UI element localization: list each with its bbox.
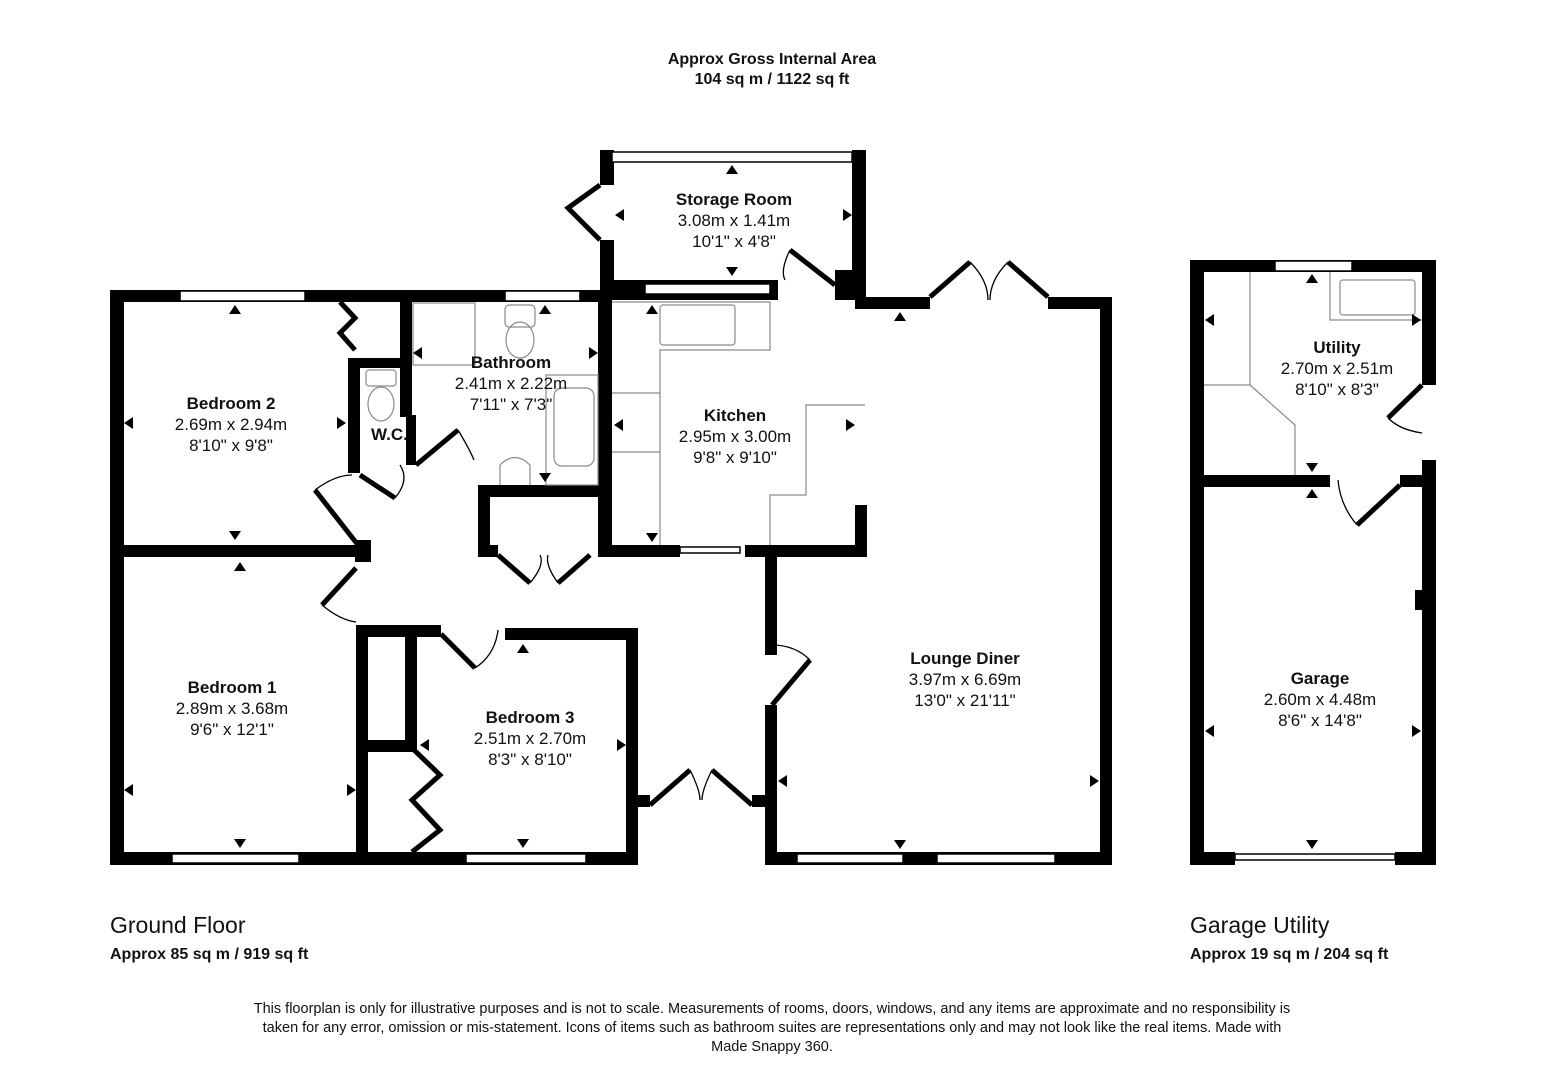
room-bedroom-2: Bedroom 2 2.69m x 2.94m 8'10" x 9'8" (175, 393, 287, 456)
gross-area-value: 104 sq m / 1122 sq ft (694, 71, 850, 88)
room-metric: 2.70m x 2.51m (1280, 359, 1394, 378)
room-bedroom-1: Bedroom 1 2.89m x 3.68m 9'6" x 12'1" (176, 677, 288, 740)
room-imperial: 9'6" x 12'1" (190, 720, 274, 739)
room-imperial: 7'11" x 7'3" (469, 395, 553, 414)
room-name: Storage Room (675, 190, 793, 209)
room-name: Bedroom 2 (186, 394, 276, 413)
room-imperial: 13'0" x 21'11" (914, 691, 1016, 710)
room-wc: W.C. (371, 425, 408, 444)
doors (313, 182, 1424, 854)
room-metric: 2.41m x 2.22m (454, 374, 568, 393)
room-metric: 3.97m x 6.69m (908, 670, 1022, 689)
room-imperial: 8'6" x 14'8" (1278, 711, 1362, 730)
room-storage: Storage Room 3.08m x 1.41m 10'1" x 4'8" (676, 189, 792, 252)
floor-area-garage: Approx 19 sq m / 204 sq ft (1190, 946, 1389, 963)
fixtures (365, 272, 1422, 545)
room-name: Bedroom 3 (485, 708, 575, 727)
room-lounge-diner: Lounge Diner 3.97m x 6.69m 13'0" x 21'11… (909, 648, 1021, 711)
room-name: Bedroom 1 (187, 678, 277, 697)
room-garage: Garage 2.60m x 4.48m 8'6" x 14'8" (1264, 668, 1376, 731)
floor-title-ground: Ground Floor (110, 912, 246, 938)
room-imperial: 8'3" x 8'10" (488, 750, 572, 769)
room-imperial: 8'10" x 9'8" (189, 436, 273, 455)
floor-area-ground: Approx 85 sq m / 919 sq ft (110, 946, 309, 963)
room-kitchen: Kitchen 2.95m x 3.00m 9'8" x 9'10" (679, 405, 791, 468)
room-metric: 2.51m x 2.70m (473, 729, 587, 748)
gross-area-title: Approx Gross Internal Area (667, 51, 877, 68)
room-name: Lounge Diner (910, 649, 1020, 668)
disclaimer-text: This floorplan is only for illustrative … (253, 1001, 1291, 1055)
room-imperial: 8'10" x 8'3" (1295, 380, 1379, 399)
room-name: Kitchen (703, 406, 767, 425)
walls (110, 150, 1436, 865)
room-name: Utility (1313, 338, 1361, 357)
room-metric: 2.60m x 4.48m (1263, 690, 1377, 709)
room-metric: 3.08m x 1.41m (677, 211, 791, 230)
windows (171, 151, 1396, 864)
room-bathroom: Bathroom 2.41m x 2.22m 7'11" x 7'3" (455, 352, 567, 415)
room-imperial: 9'8" x 9'10" (693, 448, 777, 467)
room-name: Garage (1290, 669, 1350, 688)
room-metric: 2.69m x 2.94m (174, 415, 288, 434)
door-swings (314, 207, 1423, 801)
room-imperial: 10'1" x 4'8" (692, 232, 776, 251)
room-name: Bathroom (470, 353, 552, 372)
dimension-arrows (124, 165, 1421, 849)
room-utility: Utility 2.70m x 2.51m 8'10" x 8'3" (1281, 337, 1393, 400)
room-metric: 2.89m x 3.68m (175, 699, 289, 718)
room-metric: 2.95m x 3.00m (678, 427, 792, 446)
floor-title-garage: Garage Utility (1190, 912, 1330, 938)
room-bedroom-3: Bedroom 3 2.51m x 2.70m 8'3" x 8'10" (474, 707, 586, 770)
